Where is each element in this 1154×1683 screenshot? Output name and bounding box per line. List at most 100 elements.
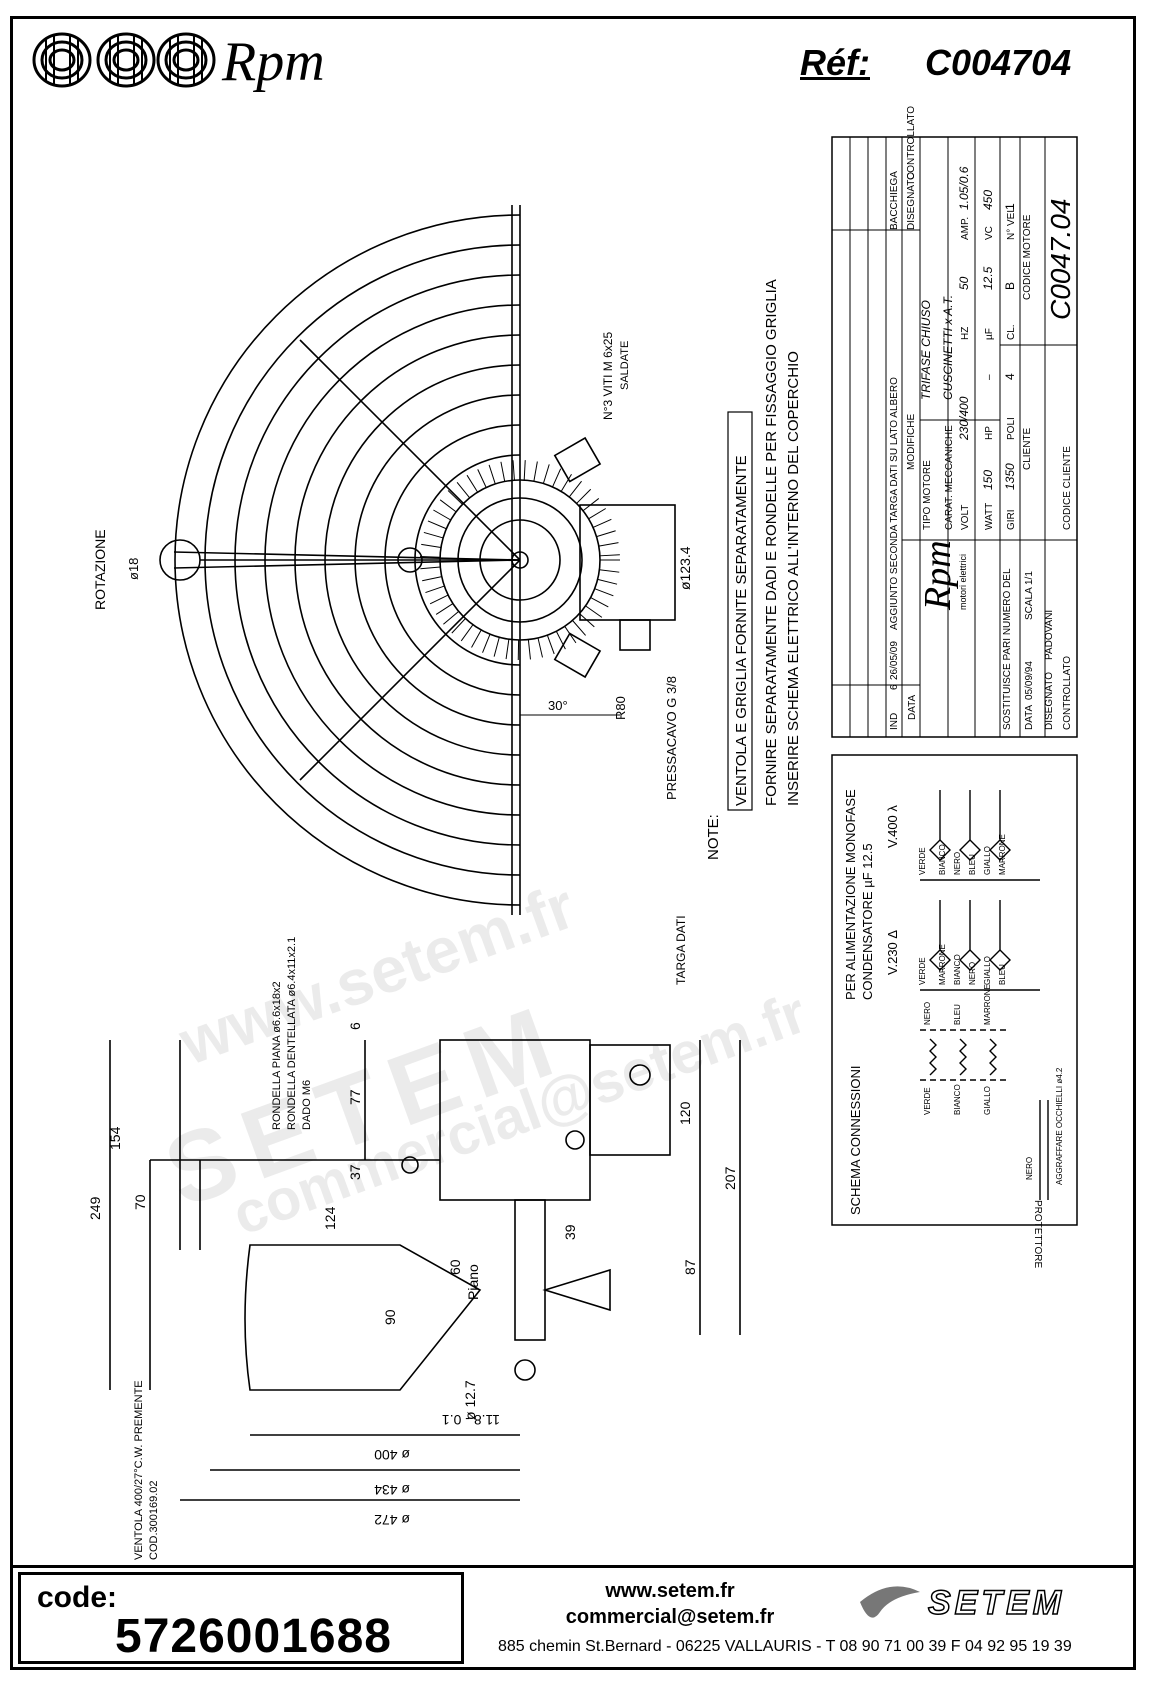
tb-vc-label: VC bbox=[984, 226, 995, 240]
tb-uf-label: µF bbox=[984, 328, 995, 340]
side-view bbox=[109, 1039, 741, 1501]
fin-line bbox=[493, 637, 500, 657]
tb-scala-label: SCALA bbox=[1024, 587, 1035, 620]
dim-39: 39 bbox=[562, 1224, 578, 1240]
screws-label: N°3 VITI M 6x25 bbox=[601, 332, 615, 420]
tb-mod-header: MODIFICHE bbox=[906, 414, 917, 470]
fin-line bbox=[435, 603, 454, 615]
fin-line bbox=[500, 461, 506, 482]
shaft-diameter: ø 12.7 bbox=[462, 1380, 478, 1420]
tb-hp-value: – bbox=[984, 374, 995, 380]
diameter-434: ø 434 bbox=[374, 1482, 410, 1498]
fin-line bbox=[425, 585, 445, 594]
fin-line bbox=[527, 639, 531, 660]
dim-77: 77 bbox=[347, 1089, 363, 1105]
tb-watt-label: WATT bbox=[984, 503, 995, 530]
fin-line bbox=[579, 613, 595, 628]
setem-logo: SETEM bbox=[850, 1572, 1120, 1632]
dado-label: DADO M6 bbox=[301, 1080, 313, 1130]
tb-nvel-label: N° VEL. bbox=[1006, 204, 1017, 240]
tb-scala-value: 1/1 bbox=[1024, 571, 1035, 585]
schema-title: SCHEMA CONNESSIONI bbox=[848, 1065, 863, 1215]
fin-line bbox=[471, 629, 482, 648]
tb-amp-value: 1.05/0.6 bbox=[957, 166, 971, 210]
note-3: INSERIRE SCHEMA ELETTRICO ALL'INTERNO DE… bbox=[785, 351, 802, 806]
reference: Réf:C004704 bbox=[800, 42, 1071, 84]
schema-aggraffare: AGGRAFFARE OCCHIELLI ø4.2 bbox=[1055, 1067, 1064, 1185]
tb-disegnato-label: DISEGNATO bbox=[1044, 672, 1055, 730]
t1-4: GIALLO bbox=[983, 956, 992, 985]
tb-data: DATA bbox=[907, 694, 918, 720]
tb-hp-label: HP bbox=[984, 426, 995, 440]
fin-line bbox=[542, 464, 550, 484]
fin-line bbox=[546, 635, 555, 655]
tb-data-value: 05/09/94 bbox=[1024, 661, 1035, 700]
page-frame bbox=[10, 16, 1136, 1670]
t1-2: BIANCO bbox=[953, 954, 962, 985]
t2-2: NERO bbox=[953, 852, 962, 875]
fin-line bbox=[533, 461, 538, 482]
schema-protettore: PROTETTORE bbox=[1032, 1200, 1043, 1268]
angle-label: 30° bbox=[548, 698, 568, 713]
tb-mod-by: BACCHIEGA bbox=[889, 171, 900, 230]
fin-line bbox=[552, 468, 562, 488]
schema-cond: CONDENSATORE µF 12.5 bbox=[860, 843, 875, 1000]
fin-line bbox=[576, 488, 592, 504]
setem-logo-text: SETEM bbox=[928, 1584, 1065, 1622]
fin-line bbox=[597, 578, 618, 585]
wire-marrone: MARRONE bbox=[983, 984, 992, 1025]
tb-sostituisce: SOSTITUISCE PARI NUMERO DEL bbox=[1002, 568, 1013, 730]
brand-text: Rpm bbox=[221, 31, 325, 93]
schema-alim: PER ALIMENTAZIONE MONOFASE bbox=[843, 789, 858, 1000]
tb-poli-value: 4 bbox=[1003, 373, 1017, 380]
fin-line bbox=[505, 639, 510, 660]
footer-divider bbox=[10, 1565, 1136, 1568]
motor-diameter: ø123.4 bbox=[677, 546, 693, 590]
t1-1: MARRONE bbox=[938, 944, 947, 985]
tb-mod-num: 6 bbox=[889, 684, 900, 690]
title-block: IND DATA 6 26/05/09 AGGIUNTO SECONDA TAR… bbox=[831, 106, 1078, 738]
website-link[interactable]: www.setem.fr bbox=[605, 1580, 735, 1602]
t1-3: NERO bbox=[968, 962, 977, 985]
tb-rpm-sub: motori elettrici bbox=[958, 554, 968, 610]
ventola-code: COD.300169.02 bbox=[148, 1481, 160, 1561]
tb-watt-value: 150 bbox=[981, 470, 995, 490]
code-box: code: 5726001688 bbox=[18, 1572, 464, 1664]
fin-line bbox=[421, 543, 442, 548]
tb-volt-value: 230/400 bbox=[957, 396, 971, 441]
dim-70: 70 bbox=[132, 1194, 148, 1210]
fan-guard bbox=[159, 205, 676, 915]
fin-line bbox=[599, 554, 620, 557]
connection-schema: SCHEMA CONNESSIONI PER ALIMENTAZIONE MON… bbox=[831, 754, 1078, 1268]
tb-data-label: DATA bbox=[1024, 704, 1035, 730]
fin-line bbox=[568, 480, 582, 498]
fin-line bbox=[429, 594, 449, 605]
tb-ind: IND bbox=[889, 713, 900, 730]
wire-bleu: BLEU bbox=[953, 1004, 962, 1025]
fin-line bbox=[537, 637, 543, 658]
wire-verde: VERDE bbox=[923, 1087, 932, 1115]
dim-120: 120 bbox=[677, 1101, 693, 1125]
fin-line bbox=[447, 490, 463, 505]
fin-line bbox=[420, 566, 441, 570]
dim-37: 37 bbox=[347, 1164, 363, 1180]
dim-87: 87 bbox=[682, 1259, 698, 1275]
email-link[interactable]: commercial@setem.fr bbox=[565, 1606, 775, 1628]
dim-207: 207 bbox=[722, 1166, 738, 1190]
wire-nero-2: NERO bbox=[1025, 1157, 1034, 1180]
tb-cl-label: CL. bbox=[1006, 324, 1017, 340]
tb-codice-motore-value: C0047.04 bbox=[1045, 199, 1076, 320]
schema-v230: V.230 Δ bbox=[885, 930, 900, 975]
address: 885 chemin St.Bernard - 06225 VALLAURIS … bbox=[498, 1638, 1072, 1655]
dim-6: 6 bbox=[347, 1022, 363, 1030]
fin-line bbox=[599, 569, 620, 573]
fin-line bbox=[588, 508, 606, 520]
fin-line bbox=[585, 605, 603, 618]
t2-0: VERDE bbox=[918, 847, 927, 875]
tb-cliente-label: CLIENTE bbox=[1022, 427, 1033, 470]
wire-nero: NERO bbox=[923, 1002, 932, 1025]
fin-line bbox=[598, 542, 619, 547]
wire-bianco: BIANCO bbox=[953, 1084, 962, 1115]
fin-line bbox=[592, 518, 612, 528]
contact-block: www.setem.fr commercial@setem.fr bbox=[520, 1578, 820, 1630]
